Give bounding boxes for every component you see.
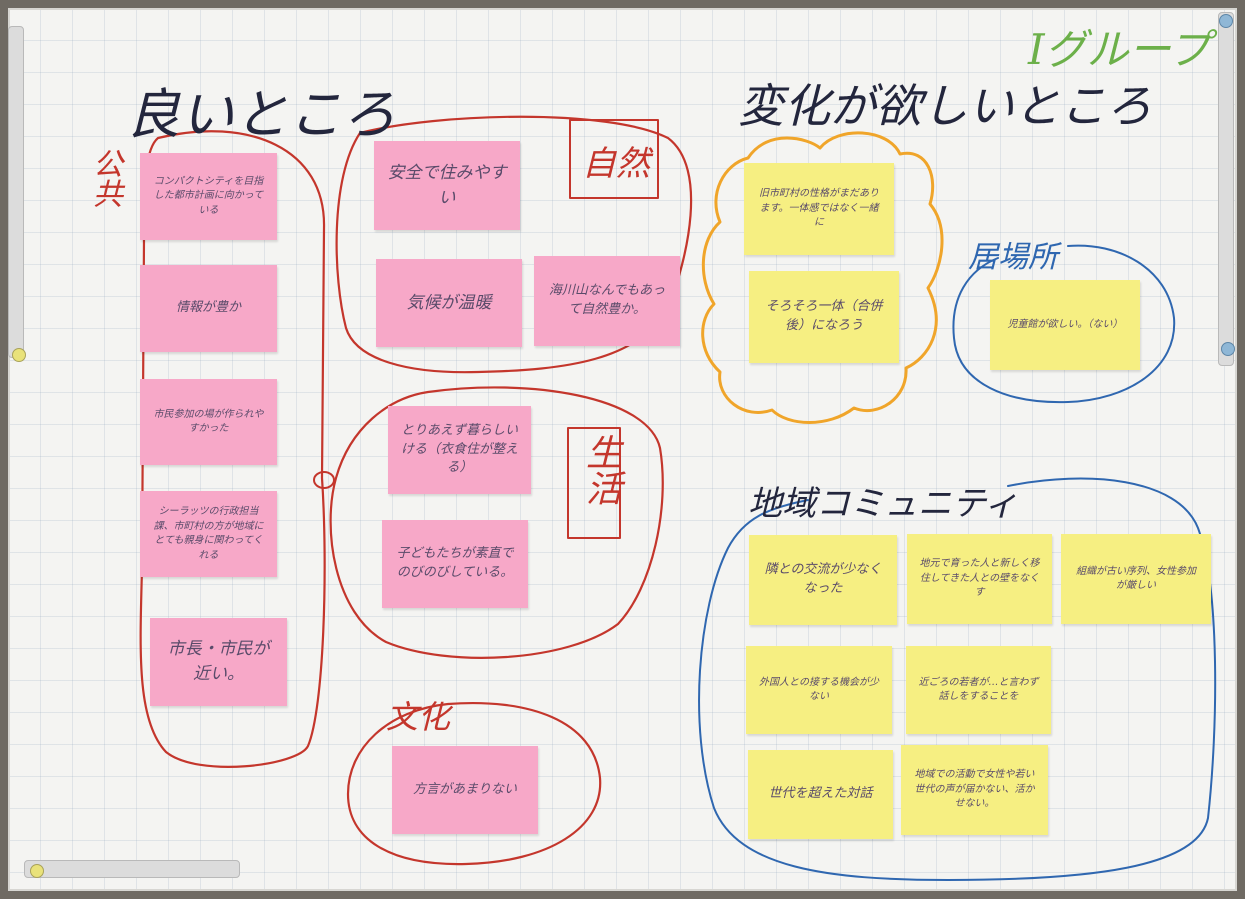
sticky-note: 旧市町村の性格がまだあります。一体感ではなく一緒に (744, 163, 894, 255)
change-wanted-heading: 変化が欲しいところ (738, 79, 1152, 133)
sticky-note: 地域での活動で女性や若い世代の声が届かない、活かせない。 (901, 745, 1048, 835)
life-box (567, 427, 621, 539)
whiteboard: Iグループ 良いところ 変化が欲しいところ 公共 自然 生活 文化 居場所 地域… (8, 8, 1237, 891)
sticky-note: シーラッツの行政担当課、市町村の方が地域にとても親身に関わってくれる (140, 491, 277, 577)
connector-mark (313, 471, 335, 489)
sticky-note: とりあえず暮らしいける（衣食住が整える） (388, 406, 531, 494)
life-heading: 生活 (580, 434, 621, 506)
change-cloud (701, 131, 944, 424)
nature-outline (335, 115, 693, 374)
public-heading: 公共 (87, 148, 122, 208)
clip-bar-bottom (24, 860, 240, 878)
sticky-note: 気候が温暖 (376, 259, 522, 347)
sticky-note: 海川山なんでもあって自然豊か。 (534, 256, 680, 346)
magnet-pin-icon (12, 348, 26, 362)
sticky-note: 子どもたちが素直でのびのびしている。 (382, 520, 528, 608)
sticky-note: 児童館が欲しい。（ない） (990, 280, 1140, 370)
community-heading: 地域コミュニティ (748, 484, 1018, 524)
life-outline (329, 386, 664, 659)
nature-heading: 自然 (582, 144, 650, 184)
magnet-pin-icon (1221, 342, 1235, 356)
good-points-heading: 良いところ (126, 83, 396, 146)
nature-box (569, 119, 659, 199)
sticky-note: 市長・市民が近い。 (150, 618, 287, 706)
community-outline (698, 477, 1217, 881)
sticky-note: 組織が古い序列、女性参加が厳しい (1061, 534, 1211, 624)
sticky-note: 方言があまりない (392, 746, 538, 834)
ibasho-heading: 居場所 (968, 240, 1058, 275)
clip-bar-right (1218, 12, 1234, 366)
sticky-note: コンパクトシティを目指した都市計画に向かっている (140, 153, 277, 240)
sticky-note: 世代を超えた対話 (748, 750, 893, 839)
magnet-pin-icon (1219, 14, 1233, 28)
ibasho-outline (952, 244, 1176, 404)
sticky-note: 市民参加の場が作られやすかった (140, 379, 277, 465)
sticky-note: 地元で育った人と新しく移住してきた人との壁をなくす (907, 534, 1052, 624)
culture-outline (346, 702, 602, 866)
sticky-note: 安全で住みやすい (374, 141, 520, 230)
culture-heading: 文化 (386, 698, 451, 736)
magnet-pin-icon (30, 864, 44, 878)
sticky-note: 隣との交流が少なくなった (749, 535, 897, 625)
group-label: Iグループ (1028, 25, 1211, 74)
sticky-note: そろそろ一体（合併後）になろう (749, 271, 899, 363)
sticky-note: 外国人との接する機会が少ない (746, 646, 892, 734)
sticky-note: 近ごろの若者が…と言わず話しをすることを (906, 646, 1051, 734)
sticky-note: 情報が豊か (140, 265, 277, 352)
